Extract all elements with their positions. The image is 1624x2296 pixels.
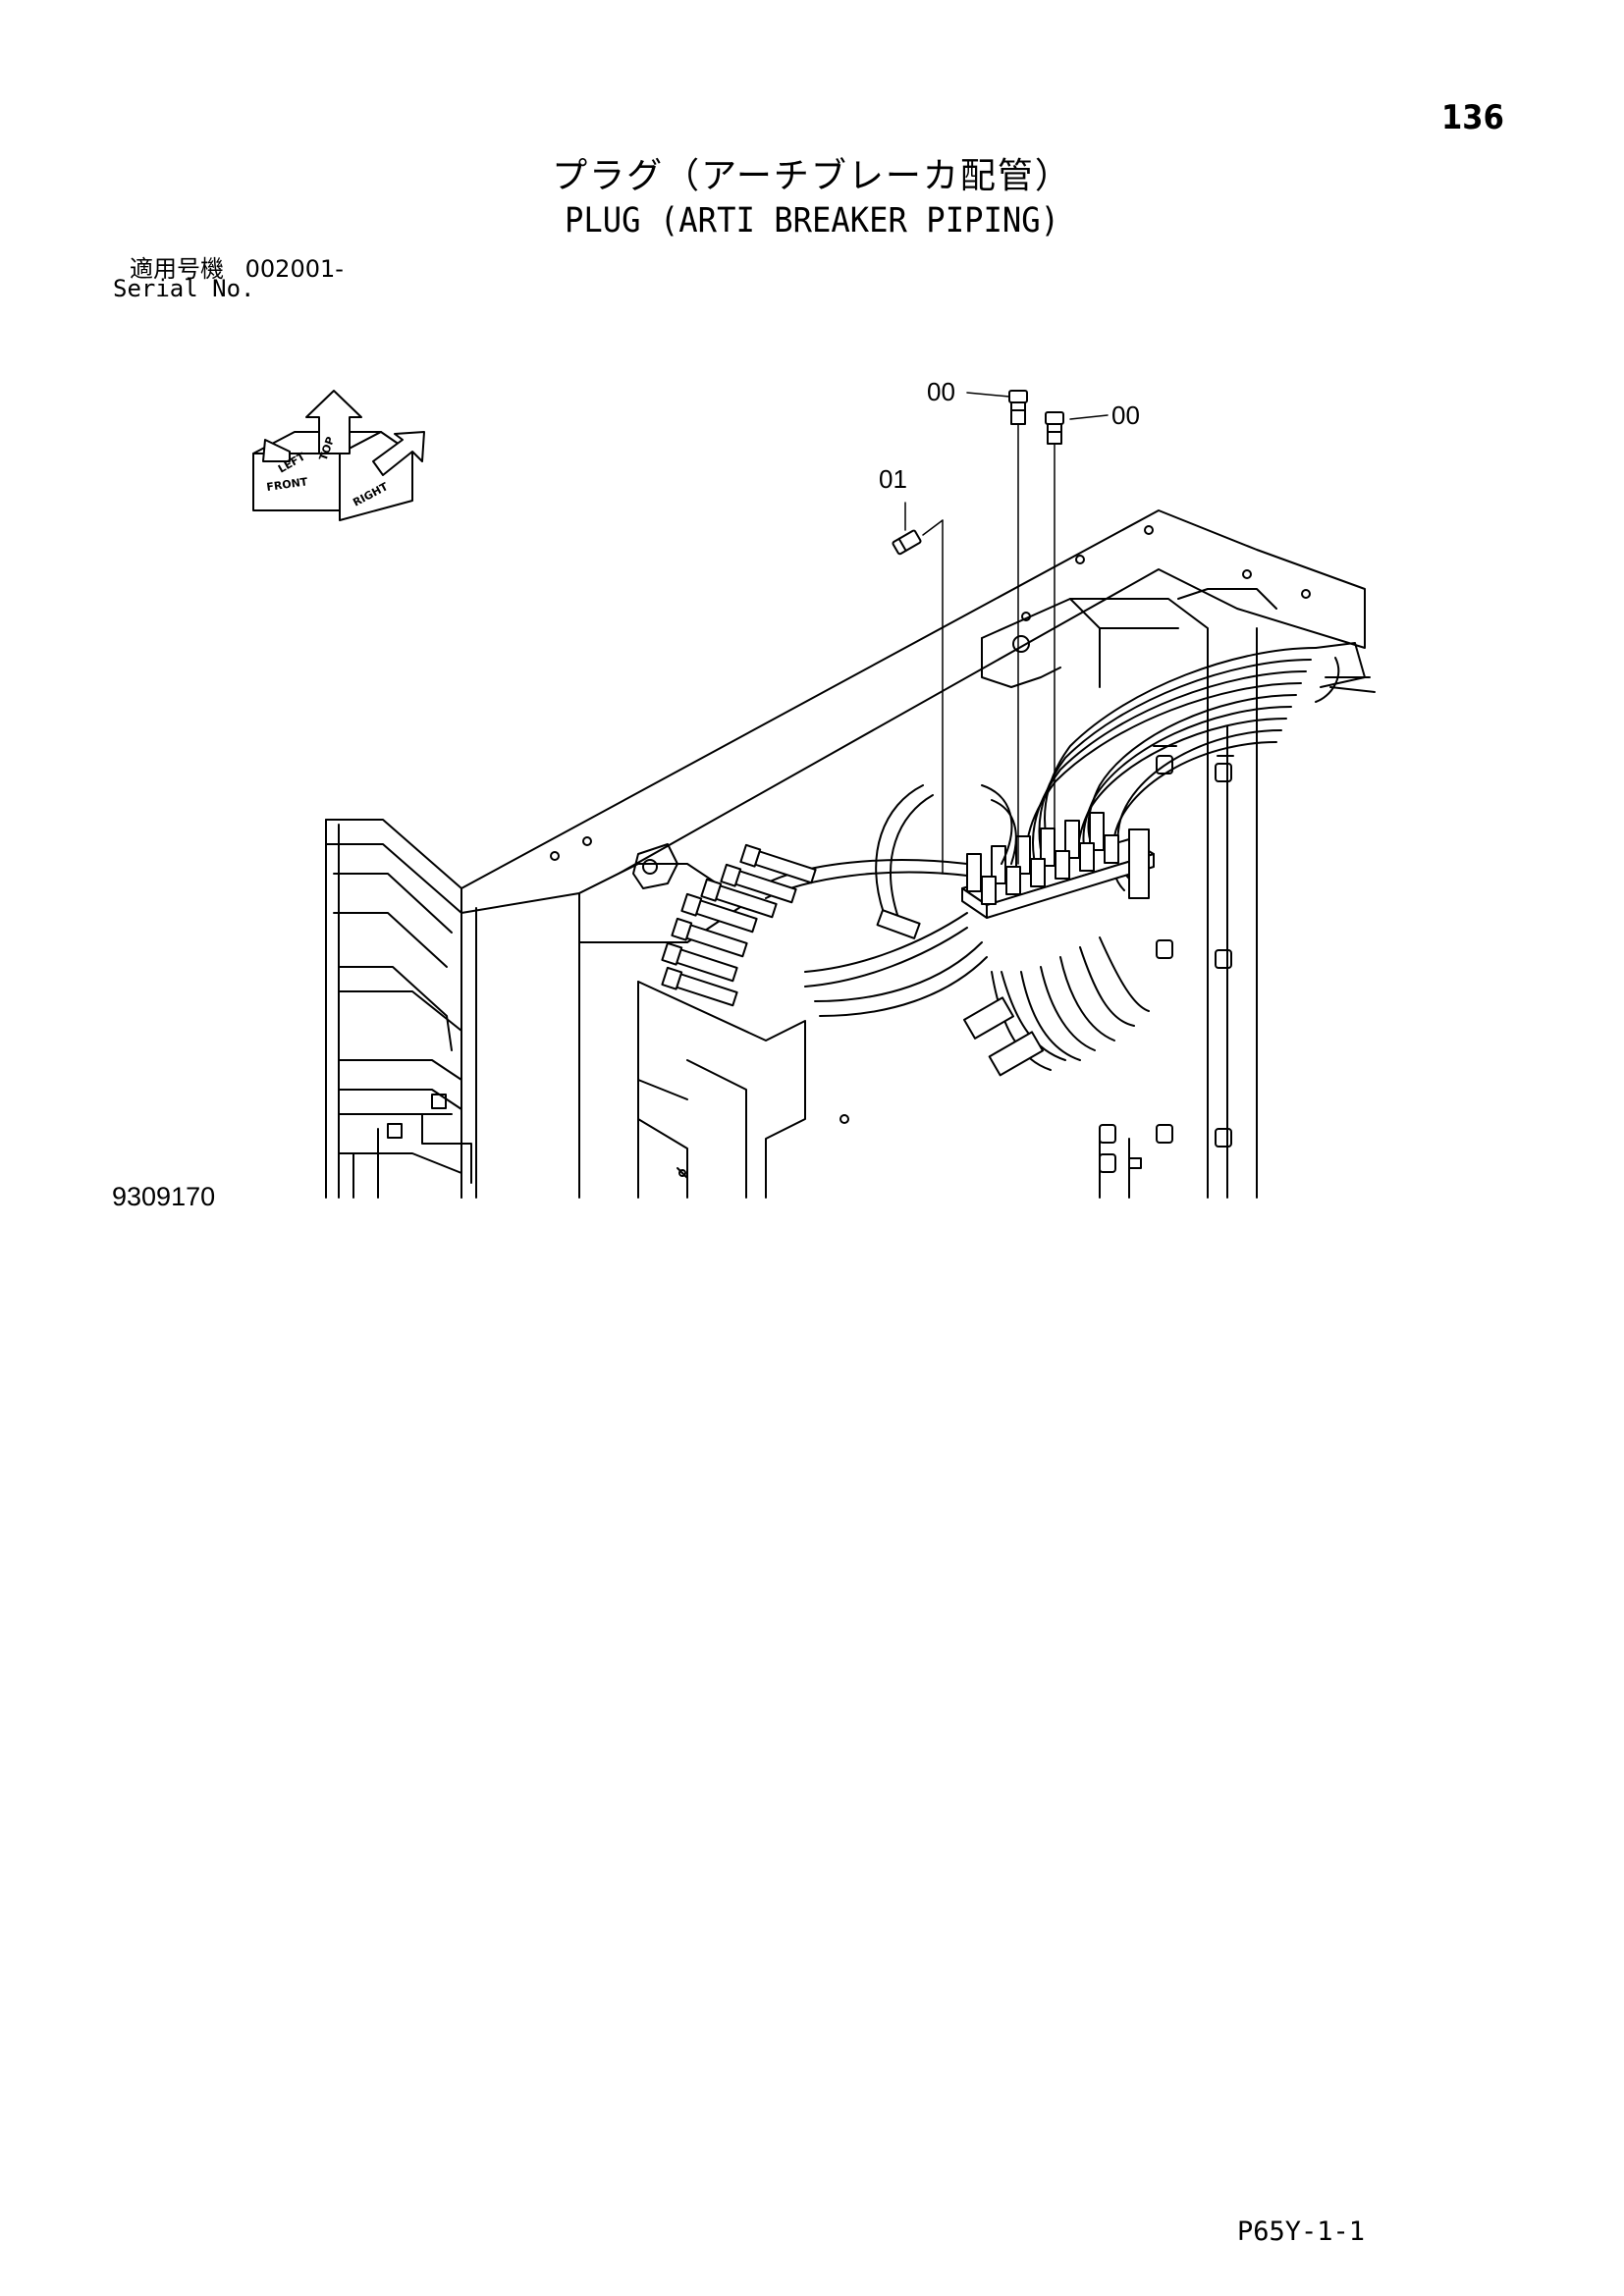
serial-value: 002001- bbox=[244, 255, 344, 283]
right-frame-structure bbox=[981, 588, 1277, 1199]
chassis-frame bbox=[325, 819, 472, 1199]
direction-front-label: FRONT bbox=[266, 475, 309, 494]
manifold-block bbox=[961, 812, 1155, 919]
parts-diagram: FRONT LEFT TOP RIGHT bbox=[252, 377, 1376, 1199]
callout-label-00-right: 00 bbox=[1111, 400, 1140, 430]
upper-deck-panel bbox=[460, 509, 1366, 1199]
plug-parts bbox=[892, 390, 1064, 556]
hose-clips bbox=[1099, 745, 1234, 1173]
page-title-english: PLUG (ARTI BREAKER PIPING) bbox=[564, 201, 1060, 240]
coupler-hoses bbox=[765, 784, 1150, 1071]
serial-line-japanese: 適用号機 002001- bbox=[130, 249, 344, 284]
serial-label-english: Serial No. bbox=[113, 275, 255, 302]
page-title-japanese: プラグ（アーチブレーカ配管） bbox=[552, 156, 1072, 196]
leader-lines bbox=[904, 392, 1109, 875]
callout-label-00-left: 00 bbox=[927, 377, 955, 406]
direction-indicator-icon: FRONT LEFT TOP RIGHT bbox=[252, 390, 425, 521]
serial-label-japanese: 適用号機 bbox=[130, 255, 224, 283]
footer-code: P65Y-1-1 bbox=[1237, 2216, 1366, 2247]
figure-id: 9309170 bbox=[112, 1182, 216, 1211]
coupler-fittings bbox=[661, 843, 1044, 1077]
callout-label-01: 01 bbox=[879, 464, 907, 494]
page-number: 136 bbox=[1441, 98, 1504, 137]
